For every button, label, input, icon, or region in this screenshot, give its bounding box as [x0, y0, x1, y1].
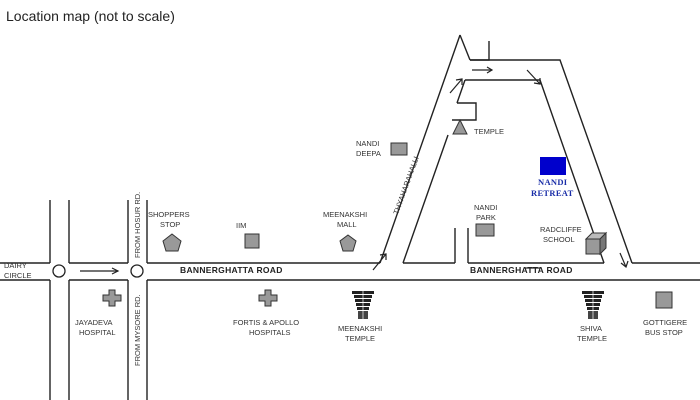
- shoppers-stop-label-2: STOP: [160, 220, 180, 229]
- temple-north-label: TEMPLE: [474, 127, 504, 136]
- radcliffe-school-cube-icon: [584, 231, 608, 256]
- nandi-retreat-label-2: RETREAT: [531, 188, 574, 198]
- nandi-retreat-destination-marker: [540, 157, 566, 175]
- temple-triangle-icon: [452, 118, 468, 135]
- shoppers-stop-label-1: SHOPPERS: [148, 210, 190, 219]
- fortis-apollo-label-2: HOSPITALS: [249, 328, 291, 337]
- bannerghatta-road-label-right: BANNERGHATTA ROAD: [470, 265, 573, 275]
- map-title: Location map (not to scale): [6, 8, 175, 24]
- gottigere-bus-stop-label-2: BUS STOP: [645, 328, 683, 337]
- nandi-retreat-label-1: NANDI: [538, 177, 568, 187]
- nandi-deepa-label-1: NANDI: [356, 139, 379, 148]
- dairy-circle-label-1: DAIRY: [4, 261, 27, 270]
- meenakshi-mall-label-2: MALL: [337, 220, 357, 229]
- jayadeva-hospital-cross-icon: [102, 289, 122, 307]
- jayadeva-hospital-label-2: HOSPITAL: [79, 328, 116, 337]
- gottigere-bus-stop-square-icon: [655, 291, 673, 309]
- thyaharahalli-road-label: THYAHARAHALLI: [391, 155, 420, 216]
- radcliffe-school-label-2: SCHOOL: [543, 235, 575, 244]
- gottigere-bus-stop-label-1: GOTTIGERE: [643, 318, 687, 327]
- meenakshi-mall-pentagon-icon: [339, 234, 357, 252]
- meenakshi-mall-label-1: MEENAKSHI: [323, 210, 367, 219]
- meenakshi-temple-gopuram-icon: [352, 291, 374, 319]
- hosur-junction-roundabout-icon: [130, 264, 144, 278]
- dairy-circle-label-2: CIRCLE: [4, 271, 32, 280]
- dairy-circle-roundabout-icon: [52, 264, 66, 278]
- jayadeva-hospital-label-1: JAYADEVA: [75, 318, 113, 327]
- iim-label: IIM: [236, 221, 246, 230]
- hosur-road-label: FROM HOSUR RD.: [133, 192, 142, 258]
- mysore-road-label: FROM MYSORE RD.: [133, 294, 142, 366]
- fortis-apollo-label-1: FORTIS & APOLLO: [233, 318, 299, 327]
- fortis-apollo-cross-icon: [258, 289, 278, 307]
- shiva-temple-gopuram-icon: [582, 291, 604, 319]
- nandi-deepa-square-icon: [390, 142, 408, 156]
- nandi-park-label-2: PARK: [476, 213, 496, 222]
- shiva-temple-label-2: TEMPLE: [577, 334, 607, 343]
- meenakshi-temple-label-1: MEENAKSHI: [338, 324, 382, 333]
- road-network: [0, 34, 700, 400]
- iim-square-icon: [244, 233, 260, 249]
- nandi-park-square-icon: [475, 223, 495, 237]
- meenakshi-temple-label-2: TEMPLE: [345, 334, 375, 343]
- shiva-temple-label-1: SHIVA: [580, 324, 602, 333]
- shoppers-stop-pentagon-icon: [162, 233, 182, 252]
- nandi-deepa-label-2: DEEPA: [356, 149, 381, 158]
- bannerghatta-road-label-left: BANNERGHATTA ROAD: [180, 265, 283, 275]
- radcliffe-school-label-1: RADCLIFFE: [540, 225, 582, 234]
- nandi-park-label-1: NANDI: [474, 203, 497, 212]
